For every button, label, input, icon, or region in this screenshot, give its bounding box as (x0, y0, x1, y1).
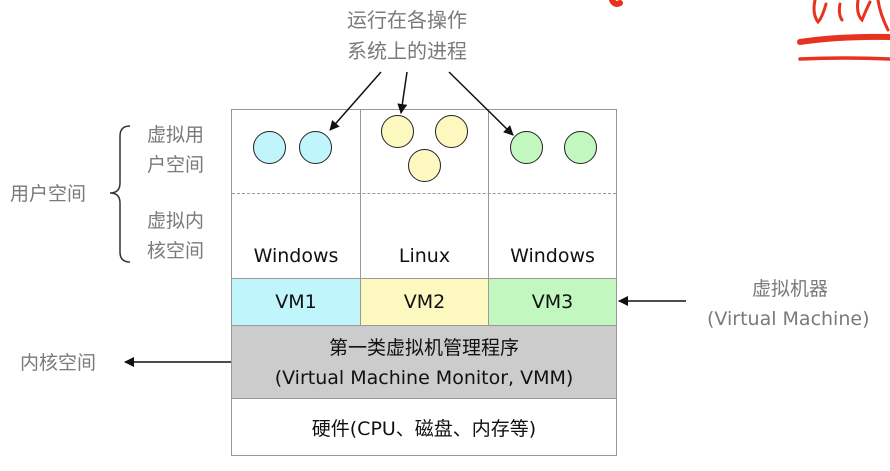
virtual-user-space-line1: 虚拟用 (147, 124, 205, 146)
user-space-label: 用户空间 (10, 183, 87, 205)
hypervisor-box: 第一类虚拟机管理程序 (Virtual Machine Monitor, VMM… (231, 325, 617, 399)
process-circle (510, 131, 543, 164)
virtual-kernel-space-line2: 核空间 (147, 240, 205, 262)
hypervisor-subtitle: (Virtual Machine Monitor, VMM) (274, 367, 574, 389)
guest-os-name: Windows (253, 245, 339, 267)
handwriting-underline-2 (798, 56, 890, 61)
process-circle (299, 131, 332, 164)
virtual-user-space-label: 虚拟用 户空间 (147, 121, 204, 179)
handwriting-underline-1 (797, 33, 890, 45)
user-kernel-divider (232, 193, 616, 194)
guest-column-3: Windows (488, 109, 617, 279)
kernel-space-label: 内核空间 (20, 352, 97, 374)
virtual-machine-label-en: (Virtual Machine) (707, 308, 870, 330)
process-circle (435, 115, 468, 148)
vm-box-3: VM3 (488, 278, 617, 326)
process-circle (408, 149, 441, 182)
guest-os-name: Linux (398, 245, 451, 267)
processes-label: 运行在各操作 系统上的进程 (347, 6, 467, 65)
virtual-machine-label-cn: 虚拟机器 (752, 278, 829, 300)
processes-label-line1: 运行在各操作 (347, 8, 467, 32)
virtual-kernel-space-label: 虚拟内 核空间 (147, 207, 204, 265)
process-circle (253, 131, 286, 164)
hypervisor-title: 第一类虚拟机管理程序 (328, 337, 519, 359)
handwriting-dot (609, 0, 623, 7)
guest-os-name: Windows (510, 245, 595, 267)
processes-label-line2: 系统上的进程 (347, 39, 467, 63)
process-circle (564, 131, 597, 164)
hardware-box: 硬件(CPU、磁盘、内存等) (231, 398, 617, 456)
handwriting-letters (812, 0, 890, 32)
virtual-user-space-line2: 户空间 (147, 154, 205, 176)
process-circle (381, 115, 414, 148)
arrow-to-vm1-process (329, 71, 382, 131)
virtual-kernel-space-line1: 虚拟内 (147, 210, 205, 232)
arrow-to-vm3-process (448, 71, 514, 136)
arrow-to-vm2-process (397, 71, 408, 114)
